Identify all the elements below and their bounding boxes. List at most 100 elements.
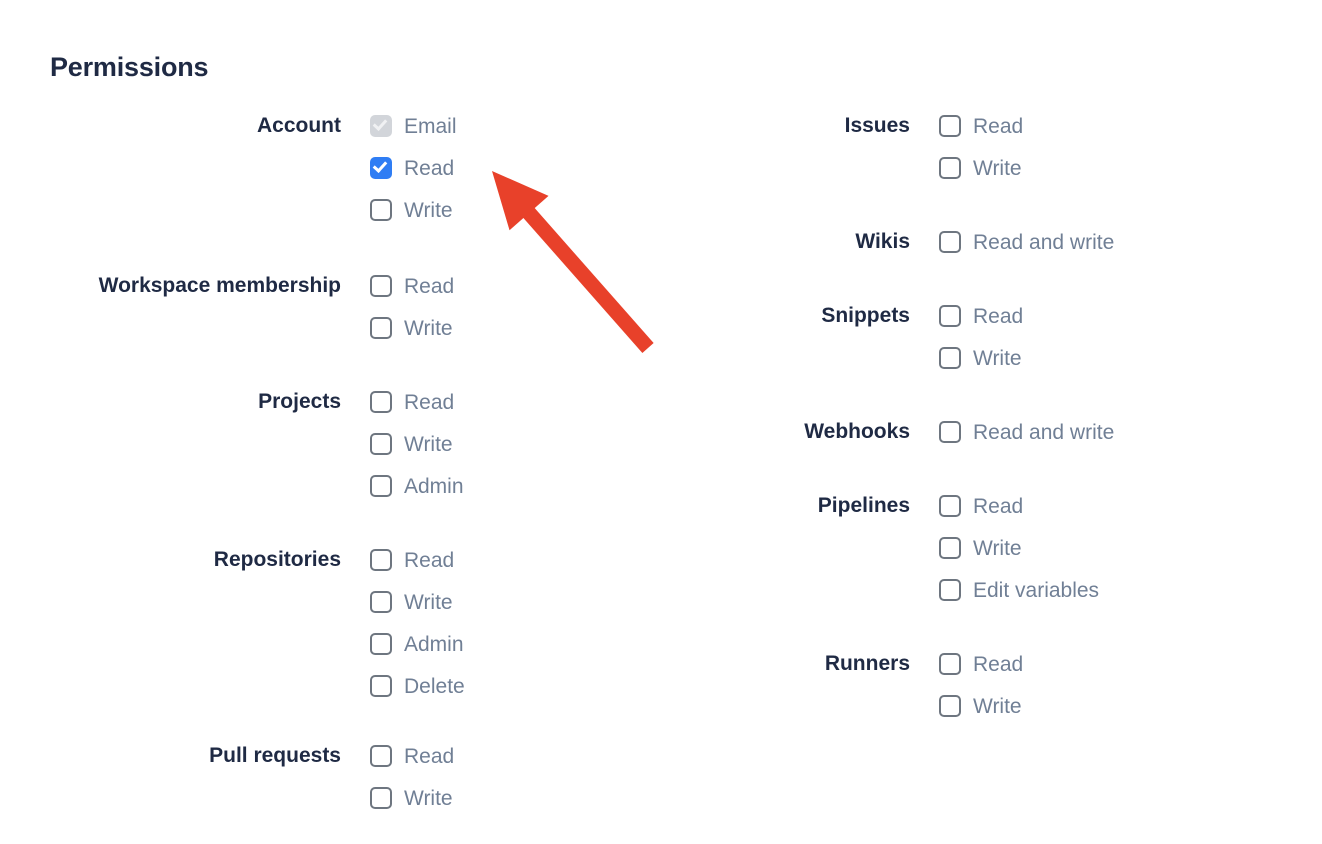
checkbox-write[interactable]: [370, 433, 392, 455]
permission-option-row[interactable]: Write: [370, 423, 560, 465]
permission-option-label[interactable]: Admin: [404, 474, 464, 498]
permission-group-label: Projects: [258, 390, 341, 413]
permission-option-label[interactable]: Edit variables: [973, 578, 1100, 602]
checkbox-write[interactable]: [939, 537, 961, 559]
permission-option-label[interactable]: Write: [404, 786, 453, 810]
permission-option-row[interactable]: Write: [939, 527, 1220, 569]
permission-option-label[interactable]: Write: [404, 432, 453, 456]
checkbox-read[interactable]: [939, 115, 961, 137]
permission-option-row[interactable]: Write: [370, 189, 560, 231]
permission-option-label[interactable]: Read: [404, 744, 455, 768]
permission-option-row[interactable]: Read: [370, 147, 560, 189]
checkbox-read[interactable]: [939, 305, 961, 327]
permission-option-row[interactable]: Admin: [370, 465, 560, 507]
checkbox-write[interactable]: [370, 199, 392, 221]
permission-option-label[interactable]: Read: [973, 652, 1024, 676]
checkbox-write[interactable]: [939, 695, 961, 717]
checkbox-read[interactable]: [370, 157, 392, 179]
permission-option-label[interactable]: Write: [973, 694, 1022, 718]
permission-option-row[interactable]: Read: [370, 265, 560, 307]
permission-group-label: Pull requests: [209, 744, 341, 767]
permission-group-label: Snippets: [821, 304, 910, 327]
permission-option-label[interactable]: Email: [404, 114, 457, 138]
permission-option-row[interactable]: Read: [939, 295, 1220, 337]
permission-option-label[interactable]: Read: [404, 548, 455, 572]
checkbox-read[interactable]: [370, 391, 392, 413]
checkbox-read[interactable]: [370, 275, 392, 297]
check-icon: [372, 157, 388, 174]
permission-option-row[interactable]: Read and write: [939, 221, 1220, 263]
permission-option-label[interactable]: Write: [973, 536, 1022, 560]
permission-option-row[interactable]: Read and write: [939, 411, 1220, 453]
checkbox-delete[interactable]: [370, 675, 392, 697]
permission-option-row[interactable]: Write: [939, 337, 1220, 379]
permission-group-label: Runners: [824, 652, 910, 675]
checkbox-read[interactable]: [939, 653, 961, 675]
permission-option-row[interactable]: Read: [939, 485, 1220, 527]
permission-option-row[interactable]: Write: [939, 147, 1220, 189]
permission-option-label[interactable]: Write: [404, 198, 453, 222]
permission-option-label[interactable]: Write: [973, 156, 1022, 180]
permission-option-label[interactable]: Read: [973, 114, 1024, 138]
permission-group-label: Workspace membership: [98, 274, 341, 297]
permission-option-row[interactable]: Write: [370, 581, 560, 623]
checkbox-read-and-write[interactable]: [939, 421, 961, 443]
permission-option-label[interactable]: Read: [404, 274, 455, 298]
checkbox-read[interactable]: [939, 495, 961, 517]
permission-option-row[interactable]: Email: [370, 105, 560, 147]
permission-option-row[interactable]: Write: [370, 777, 560, 819]
checkbox-write[interactable]: [939, 347, 961, 369]
checkbox-read[interactable]: [370, 549, 392, 571]
checkbox-write[interactable]: [370, 591, 392, 613]
permission-option-row[interactable]: Write: [939, 685, 1220, 727]
permission-option-label[interactable]: Admin: [404, 632, 464, 656]
checkbox-admin[interactable]: [370, 633, 392, 655]
check-icon: [372, 115, 388, 132]
permission-option-row[interactable]: Read: [370, 539, 560, 581]
permission-group: Wikis Read and write: [600, 221, 1220, 263]
permission-option-row[interactable]: Edit variables: [939, 569, 1220, 611]
permission-option-list: Read and write: [910, 221, 1220, 263]
checkbox-write[interactable]: [939, 157, 961, 179]
permission-option-row[interactable]: Read: [939, 643, 1220, 685]
permission-option-row[interactable]: Write: [370, 307, 560, 349]
permission-option-row[interactable]: Read: [939, 105, 1220, 147]
permission-option-label[interactable]: Read and write: [973, 420, 1115, 444]
checkbox-email: [370, 115, 392, 137]
permission-option-label[interactable]: Delete: [404, 674, 465, 698]
permission-option-row[interactable]: Read: [370, 381, 560, 423]
permission-option-label[interactable]: Read and write: [973, 230, 1115, 254]
checkbox-edit-variables[interactable]: [939, 579, 961, 601]
permission-option-row[interactable]: Delete: [370, 665, 560, 707]
permission-option-label[interactable]: Read: [973, 494, 1024, 518]
permission-option-label[interactable]: Write: [404, 316, 453, 340]
checkbox-write[interactable]: [370, 787, 392, 809]
permission-option-label[interactable]: Write: [973, 346, 1022, 370]
permission-group-label: Wikis: [855, 230, 910, 253]
checkbox-admin[interactable]: [370, 475, 392, 497]
checkbox-read[interactable]: [370, 745, 392, 767]
permission-option-label[interactable]: Read: [404, 390, 455, 414]
permission-option-row[interactable]: Admin: [370, 623, 560, 665]
permission-option-row[interactable]: Read: [370, 735, 560, 777]
permission-option-label[interactable]: Write: [404, 590, 453, 614]
permission-option-label[interactable]: Read: [404, 156, 455, 180]
permission-option-label[interactable]: Read: [973, 304, 1024, 328]
checkbox-read-and-write[interactable]: [939, 231, 961, 253]
checkbox-write[interactable]: [370, 317, 392, 339]
permission-group-label: Account: [257, 114, 341, 137]
